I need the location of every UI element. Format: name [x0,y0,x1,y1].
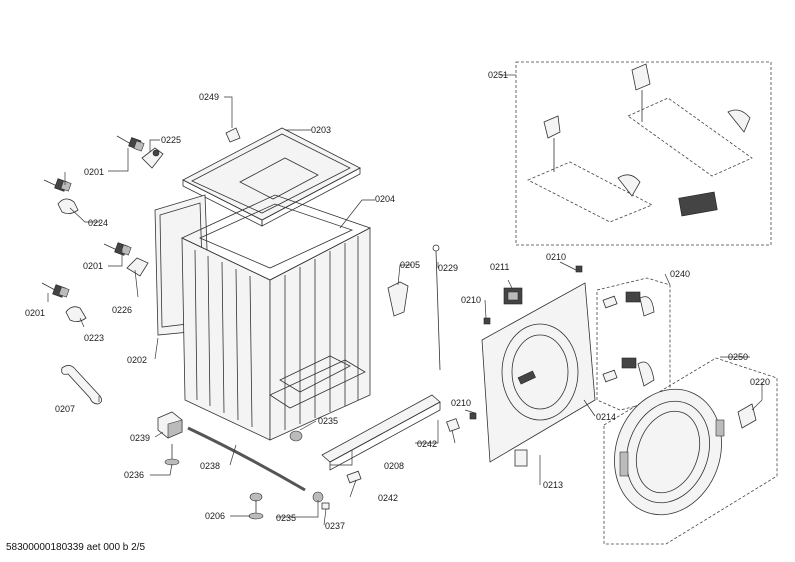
group-0251-box [515,61,772,246]
label-0240: 0240 [670,269,690,279]
top-cover-panel [182,127,361,227]
label-0201-middle: 0201 [83,261,103,271]
label-0214: 0214 [596,412,616,422]
label-0235-lower: 0235 [276,513,296,523]
label-0242-upper: 0242 [417,439,437,449]
spanner-0207 [61,365,102,405]
cabinet-frame [154,194,372,441]
label-0207: 0207 [55,404,75,414]
foot-cap-0235 [289,430,303,442]
screw-bracket-lower [41,282,70,298]
group-0240-box [596,277,671,411]
label-0210-left: 0210 [461,295,481,305]
label-0249: 0249 [199,92,219,102]
label-0237: 0237 [325,521,345,531]
part-0210-small-a [575,265,583,273]
label-0210-top: 0210 [546,252,566,262]
label-0201-top: 0201 [84,167,104,177]
label-0223: 0223 [84,333,104,343]
label-0213: 0213 [543,480,563,490]
foot-screw-0206 [248,492,264,520]
leader-lines [47,74,763,526]
bracket-0224 [57,198,79,214]
label-0251: 0251 [488,70,508,80]
label-0211: 0211 [490,262,509,272]
label-0236: 0236 [124,470,144,480]
part-0211 [503,287,523,305]
bracket-0223 [65,306,87,322]
label-0202: 0202 [127,355,147,365]
foot-clamp-0225 [141,147,164,169]
hook-0249 [225,127,241,143]
label-0208: 0208 [384,461,404,471]
label-0205: 0205 [400,260,420,270]
screw-bracket-middle-left [43,178,72,192]
document-footer: 58300000180339 aet 000 b 2/5 [6,542,146,553]
bracket-0226 [126,257,149,277]
hose-0238 [187,426,306,492]
label-0242-lower: 0242 [378,493,398,503]
label-0204: 0204 [375,194,395,204]
caps-0235-0237 [312,491,330,510]
group-0250-box [603,357,778,545]
rod-0229 [432,244,441,371]
label-0226: 0226 [112,305,132,315]
part-0210-small-c [469,412,477,420]
screw-bracket-middle [103,242,132,256]
bracket-0205 [387,281,409,317]
label-0203: 0203 [311,125,331,135]
label-0250: 0250 [728,352,748,362]
part-0210-small-b [483,317,491,325]
label-0225: 0225 [161,135,181,145]
clip-0242-upper [446,418,460,432]
label-0229: 0229 [438,263,458,273]
label-0206: 0206 [205,511,225,521]
label-0210-lower: 0210 [451,398,471,408]
rail-0208 [321,394,441,471]
foot-0239 [157,411,183,439]
front-panel [481,282,596,463]
clip-0242-lower [346,470,362,484]
lock-0213 [514,449,528,467]
label-0239: 0239 [130,433,150,443]
label-0220: 0220 [750,377,770,387]
label-0201-lower: 0201 [25,308,45,318]
label-0235-upper: 0235 [318,416,338,426]
label-0224: 0224 [88,218,108,228]
screw-bracket-top [116,135,145,152]
part-labels: 0249 0203 0225 0201 0224 0201 0226 0201 … [25,70,770,531]
label-0238: 0238 [200,461,220,471]
foot-screw-0236 [164,444,180,466]
